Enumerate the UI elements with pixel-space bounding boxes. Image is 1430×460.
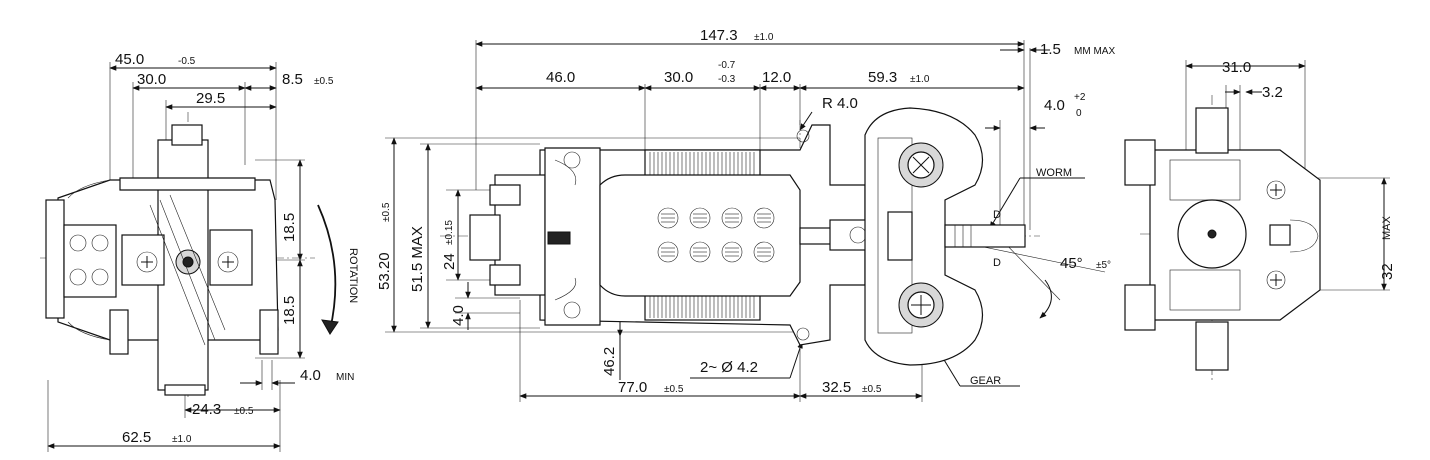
dim-325-tol: ±0.5 bbox=[862, 384, 882, 395]
dim-24: 24 bbox=[441, 253, 458, 270]
dim-532: 53.20 bbox=[376, 252, 393, 290]
dim-625: 62.5 bbox=[122, 429, 151, 446]
dim-30-tol-upper: -0.7 bbox=[718, 60, 736, 71]
dim-30-tol-lower: -0.3 bbox=[718, 74, 736, 85]
mount-hole-icon bbox=[796, 129, 810, 143]
armature-vent-icon bbox=[689, 241, 711, 263]
dim-radius: R 4.0 bbox=[822, 95, 858, 112]
worm-label: WORM bbox=[1036, 167, 1072, 179]
dim-243: 24.3 bbox=[192, 401, 221, 418]
armature-vent-icon bbox=[753, 241, 775, 263]
dim-angle-tol: ±5° bbox=[1096, 260, 1111, 271]
dim-515: 51.5 MAX bbox=[409, 226, 426, 292]
dim-325: 32.5 bbox=[822, 379, 851, 396]
worm-shaft bbox=[944, 224, 1026, 248]
dim-holes: 2~ Ø 4.2 bbox=[700, 359, 758, 376]
dim-32-height: 32 bbox=[1379, 263, 1396, 280]
armature-vent-icon bbox=[721, 241, 743, 263]
dim-77: 77.0 bbox=[618, 379, 647, 396]
dim-31: 31.0 bbox=[1222, 59, 1251, 76]
dim-625-tol: ±1.0 bbox=[172, 434, 192, 445]
d-mark-upper: D bbox=[993, 209, 1001, 221]
dim-45-tol: -0.5 bbox=[178, 56, 196, 67]
d-mark-lower: D bbox=[993, 257, 1001, 269]
mount-hole-icon bbox=[796, 327, 810, 341]
dim-24-tol: ±0.15 bbox=[444, 220, 455, 245]
gearbox-housing bbox=[864, 107, 984, 366]
dim-185-lower: 18.5 bbox=[281, 296, 298, 325]
dim-29: 29.5 bbox=[196, 90, 225, 107]
dim-angle: 45° bbox=[1060, 255, 1083, 272]
armature-vent-icon bbox=[721, 207, 743, 229]
dim-12: 12.0 bbox=[762, 69, 791, 86]
dim-4-min: 4.0 bbox=[300, 367, 321, 384]
left-end-view: 45.0 -0.5 30.0 29.5 8.5 ±0.5 18.5 18.5 R… bbox=[40, 51, 359, 452]
rotation-label: ROTATION bbox=[347, 248, 359, 303]
dim-1473: 147.3 bbox=[700, 27, 738, 44]
armature-vent-icon bbox=[689, 207, 711, 229]
dim-15-note: MM MAX bbox=[1074, 46, 1115, 57]
armature-vent-icon bbox=[657, 207, 679, 229]
screw-icon bbox=[217, 251, 239, 273]
dim-4-worm-tol-lower: 0 bbox=[1076, 108, 1082, 119]
dim-15: 1.5 bbox=[1040, 41, 1061, 58]
front-side-view: 147.3 ±1.0 1.5 MM MAX 46.0 30.0 -0.7 -0.… bbox=[376, 27, 1115, 402]
armature-vent-icon bbox=[753, 207, 775, 229]
dim-4-worm-tol-upper: +2 bbox=[1074, 92, 1086, 103]
dim-30: 30.0 bbox=[137, 71, 166, 88]
dim-4-low: 4.0 bbox=[450, 305, 467, 326]
dim-85-tol: ±0.5 bbox=[314, 76, 334, 87]
dim-243-tol: ±0.5 bbox=[234, 406, 254, 417]
dim-45: 45.0 bbox=[115, 51, 144, 68]
dim-1473-tol: ±1.0 bbox=[754, 32, 774, 43]
dim-593-tol: ±1.0 bbox=[910, 74, 930, 85]
gear-label: GEAR bbox=[970, 375, 1001, 387]
right-end-view: 31.0 3.2 32 MAX bbox=[1124, 59, 1396, 380]
dim-4-worm: 4.0 bbox=[1044, 97, 1065, 114]
dim-4-min-note: MIN bbox=[336, 372, 354, 383]
dim-46: 46.0 bbox=[546, 69, 575, 86]
dim-532-tol: ±0.5 bbox=[381, 202, 392, 222]
screw-icon bbox=[136, 251, 158, 273]
dim-32-offset: 3.2 bbox=[1262, 84, 1283, 101]
dim-185-upper: 18.5 bbox=[281, 213, 298, 242]
dim-593: 59.3 bbox=[868, 69, 897, 86]
armature bbox=[599, 174, 801, 297]
dim-77-tol: ±0.5 bbox=[664, 384, 684, 395]
rotation-arrow-icon bbox=[317, 204, 337, 331]
dim-30-front: 30.0 bbox=[664, 69, 693, 86]
dim-32-note: MAX bbox=[1381, 216, 1393, 241]
dim-85: 8.5 bbox=[282, 71, 303, 88]
dim-462: 46.2 bbox=[601, 347, 618, 376]
armature-vent-icon bbox=[657, 241, 679, 263]
